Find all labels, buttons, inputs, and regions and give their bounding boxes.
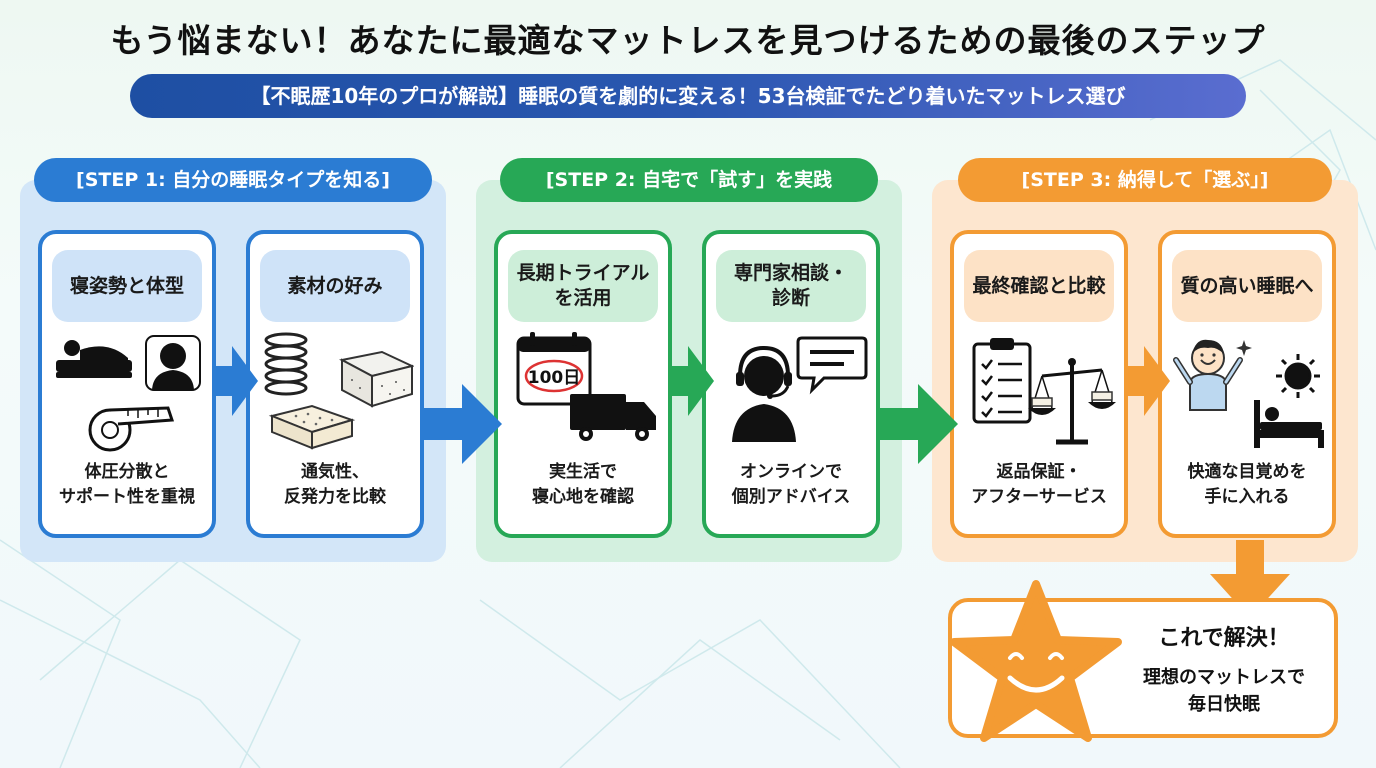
final-message: 理想のマットレスで 毎日快眠 [1110,664,1338,718]
card-desc: 体圧分散と サポート性を重視 [46,460,208,510]
card-desc-line: 通気性、 [301,462,369,482]
smiling-star-icon [950,580,1122,742]
balance-scale-icon [1028,358,1116,445]
card-desc-line: 個別アドバイス [731,487,851,507]
card-desc-line: 寝心地を確認 [532,487,634,507]
calendar-icon: 100日 [516,332,592,406]
head-silhouette-icon [145,335,201,391]
card-desc-line: 手に入れる [1204,487,1290,507]
latex-block-icon [268,404,356,450]
happy-person-icon [1173,339,1252,411]
card-long-trial: 長期トライアル を活用 100日 実生活で 寝心地を確認 [494,230,672,538]
arrow-right-icon [880,384,958,464]
card-desc: 返品保証・ アフターサービス [958,460,1120,510]
card-head-text: 寝姿勢と体型 [69,274,184,297]
card-head-text: 質の高い睡眠へ [1180,274,1314,297]
headset-operator-icon [732,345,796,442]
card-desc: 快適な目覚めを 手に入れる [1166,460,1328,510]
card-head: 質の高い睡眠へ [1172,250,1322,322]
card-desc: 通気性、 反発力を比較 [254,460,416,510]
final-result-box [948,598,1338,738]
card-head: 長期トライアル を活用 [508,250,658,322]
sleeping-person-icon [56,340,132,378]
arrow-right-icon [214,346,258,416]
card-head: 専門家相談・ 診断 [716,250,866,322]
card-head-text: を活用 [554,287,612,309]
card-final-check: 最終確認と比較 返品保証・ アフターサービス [950,230,1128,538]
card-icons [264,332,414,450]
card-head: 寝姿勢と体型 [52,250,202,322]
card-material: 素材の好み 通気性、 反発力を比較 [246,230,424,538]
card-head: 素材の好み [260,250,410,322]
card-posture-body: 寝姿勢と体型 体圧分散と サポート性を重視 [38,230,216,538]
card-expert-consult: 専門家相談・ 診断 オンラインで 個別アドバイス [702,230,880,538]
card-head-text: 最終確認と比較 [972,274,1106,297]
card-head: 最終確認と比較 [964,250,1114,322]
tape-measure-icon [88,406,175,452]
card-desc-line: アフターサービス [971,487,1107,507]
card-icons [1173,339,1324,448]
final-headline: これで解決！ [1158,626,1290,651]
arrow-right-icon [424,384,502,464]
step1-label: [STEP 1: 自分の睡眠タイプを知る] [34,158,432,202]
card-desc: オンラインで 個別アドバイス [710,460,872,510]
card-icons [972,338,1116,445]
card-desc-line: サポート性を重視 [59,487,195,507]
card-desc-line: 反発力を比較 [284,487,386,507]
arrow-right-icon [670,346,714,416]
spring-coil-icon [264,332,308,396]
card-desc: 実生活で 寝心地を確認 [502,460,664,510]
card-desc-line: 体圧分散と [84,462,170,482]
final-message-line: 毎日快眠 [1188,694,1260,715]
arrow-down-icon [1210,540,1290,618]
card-head-text: 長期トライアル [516,262,650,284]
step3-label: [STEP 3: 納得して「選ぶ」] [958,158,1332,202]
card-icons: 100日 [516,332,656,441]
card-head-text: 専門家相談・ [733,262,848,284]
arrow-right-icon [1126,346,1170,416]
delivery-truck-icon [570,394,656,441]
sun-icon [1276,354,1320,398]
chat-bubble-icon [796,336,868,395]
calendar-text: 100日 [528,368,581,388]
card-desc-line: 快適な目覚めを [1187,462,1307,482]
page-title: もう悩まない！あなたに最適なマットレスを見つけるための最後のステップ [110,21,1266,60]
card-head-text: 診断 [771,287,810,309]
card-icons [56,335,201,452]
card-desc-line: 返品保証・ [996,462,1082,482]
final-message-line: 理想のマットレスで [1143,667,1305,688]
foam-block-icon [339,350,414,408]
card-desc-line: 実生活で [549,462,617,482]
bed-icon [1254,400,1324,448]
card-desc-line: オンラインで [740,462,842,482]
step2-label: [STEP 2: 自宅で「試す」を実践 [500,158,878,202]
card-head-text: 素材の好み [287,274,383,297]
checklist-clipboard-icon [972,338,1032,424]
card-quality-sleep: 質の高い睡眠へ 快適な目覚めを 手に入れる [1158,230,1336,538]
subtitle-banner: 【不眠歴10年のプロが解説】睡眠の質を劇的に変える！53台検証でたどり着いたマッ… [130,74,1246,118]
card-icons [732,336,868,442]
